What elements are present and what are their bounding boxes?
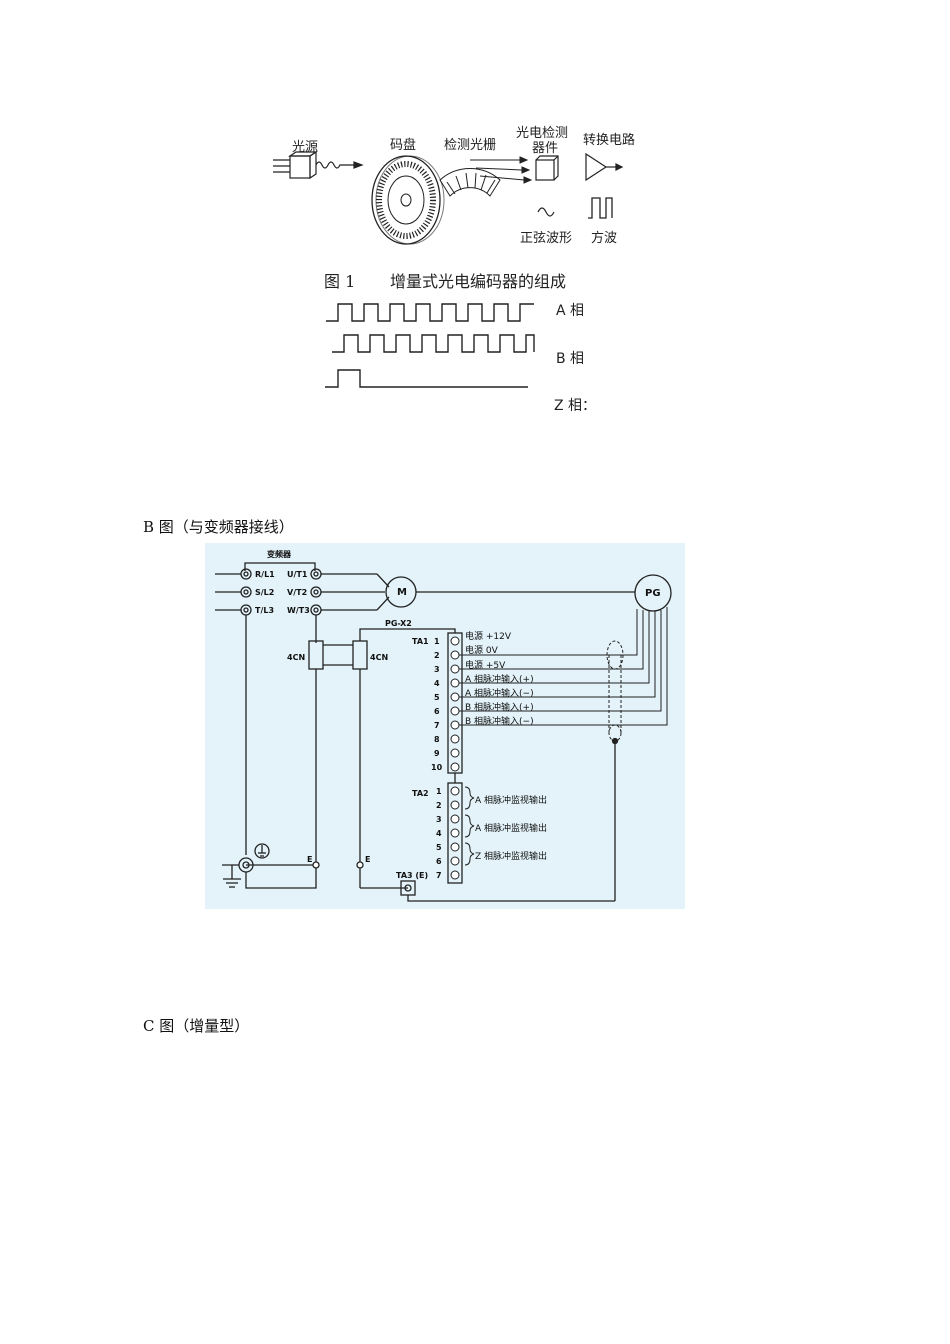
ta1-num: 5 [434,693,440,702]
converter-icon [585,152,624,182]
section-b-title: B 图（与变频器接线） [143,518,294,536]
inverter-wiring-diagram: 变频器 R/L1 S/L2 T/L3 U/T1 V/T2 W/T3 M PG P… [205,543,685,909]
ta3-label: TA3 (E) [396,871,429,880]
grating-label: 检测光栅 [444,138,497,153]
terminal-w-t3: W/T3 [287,606,310,615]
ta2-num: 4 [436,829,442,838]
connector-label-right: 4CN [370,653,389,662]
ta1-signal: 电源 0V [465,646,498,656]
terminal-r-l1: R/L1 [255,570,275,579]
section-c-title: C 图（增量型） [143,1017,250,1035]
ta1-signal: B 相脉冲输入(+) [465,703,534,713]
ta2-num: 3 [436,815,442,824]
converter-label: 转换电路 [583,133,636,148]
phase-z-waveform [325,369,528,388]
ta1-signal: B 相脉冲输入(−) [465,717,534,727]
ta2-signal: A 相脉冲监视输出 [475,796,548,806]
terminal-t-l3: T/L3 [255,606,275,615]
ta1-num: 2 [434,651,440,660]
square-wave-label: 方波 [591,231,618,246]
ta2-num: 1 [436,787,442,796]
ta1-signal: 电源 +5V [465,661,506,671]
code-disc-icon [371,155,445,245]
phase-b-label: B 相 [556,351,585,367]
sine-wave-label: 正弦波形 [520,231,573,246]
ta1-signal: A 相脉冲输入(+) [465,675,534,685]
ground-e-left: E [307,855,313,864]
ta1-signal: 电源 +12V [465,632,512,642]
phase-z-label: Z 相： [554,398,597,414]
light-source-icon [273,150,364,180]
photo-detector-label-1: 光电检测 [516,126,569,141]
motor-label: M [397,587,407,598]
ta1-num: 8 [434,735,440,744]
ta1-signal: A 相脉冲输入(−) [465,689,534,699]
ta2-num: 6 [436,857,442,866]
wiring-lines [215,562,672,902]
phase-a-label: A 相 [556,303,585,319]
ta1-num: 4 [434,679,440,688]
photo-detector-label-2: 器件 [532,141,559,156]
terminal-u-t1: U/T1 [287,570,308,579]
code-disc-label: 码盘 [390,138,417,153]
ta1-num: 9 [434,749,440,758]
ta2-signal: Z 相脉冲监视输出 [475,852,548,862]
phase-a-waveform [326,303,534,322]
phase-b-waveform [332,334,535,353]
photo-detector-icon [535,155,559,181]
ta2-signal: A 相脉冲监视输出 [475,824,548,834]
ta2-num: 7 [436,871,442,880]
ta2-label: TA2 [412,789,429,798]
inverter-label: 变频器 [267,550,291,559]
ta1-num: 6 [434,707,440,716]
encoder-label: PG [645,588,661,599]
ta2-num: 5 [436,843,442,852]
sine-wave-icon [537,207,555,217]
ground-e-right: E [365,855,371,864]
connector-label-left: 4CN [287,653,306,662]
light-source-label: 光源 [292,140,319,155]
grating-icon [439,156,533,197]
encoder-illustration [273,150,624,388]
ta1-num: 3 [434,665,440,674]
ta2-num: 2 [436,801,442,810]
ta1-num: 7 [434,721,440,730]
ta1-num: 1 [434,637,440,646]
terminal-s-l2: S/L2 [255,588,275,597]
figure-1-number: 图 1 [324,272,356,291]
ta1-num: 10 [431,763,443,772]
square-wave-icon [588,197,613,219]
figure-1-caption: 增量式光电编码器的组成 [390,272,567,291]
ta1-label: TA1 [412,637,429,646]
card-label: PG-X2 [385,619,412,628]
terminal-v-t2: V/T2 [287,588,308,597]
